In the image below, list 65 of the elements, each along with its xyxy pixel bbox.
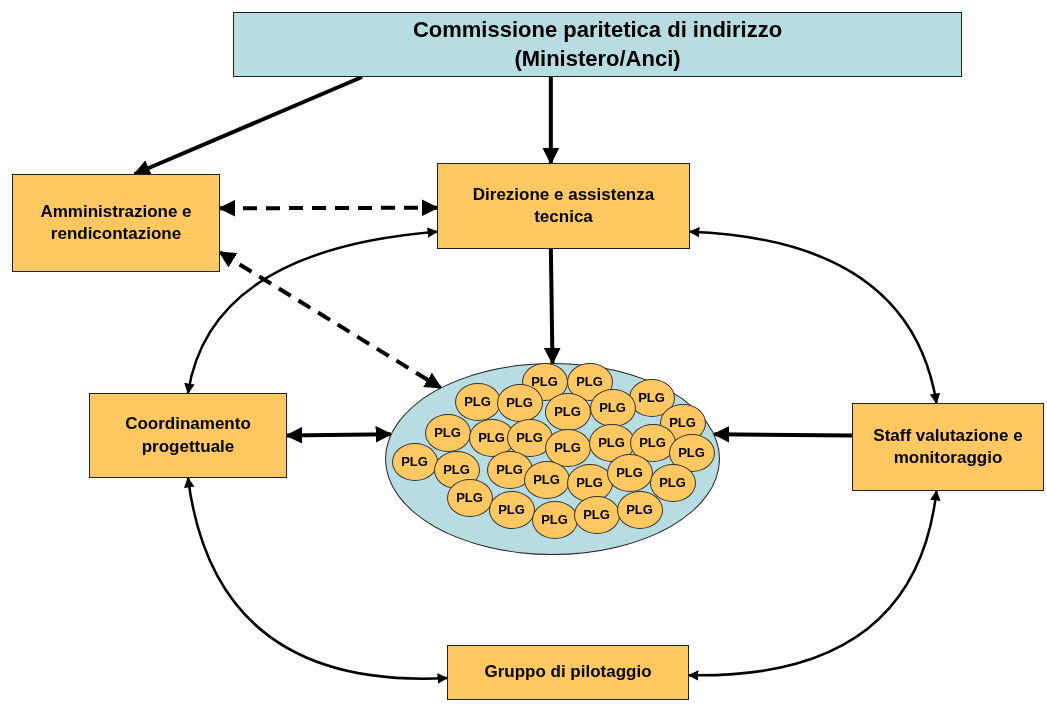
node-label: PLG	[638, 390, 665, 405]
plg-circle	[531, 500, 578, 539]
node-label: Gruppo di pilotaggio	[484, 661, 652, 684]
node-label: PLG	[576, 475, 603, 490]
node-label: PLG	[576, 374, 603, 389]
node-label: PLG	[464, 394, 491, 409]
node-label: PLG	[401, 454, 428, 469]
arrow	[133, 75, 363, 176]
plg-circle	[566, 463, 613, 502]
node-label: PLG	[506, 395, 533, 410]
title-box	[233, 12, 962, 77]
arrow	[543, 248, 561, 365]
node-label: PLG	[554, 404, 581, 419]
node-label: PLG	[616, 465, 643, 480]
node-label: Commissione paritetica di indirizzo (Ministero/Anci)	[411, 15, 784, 73]
node-label: PLG	[598, 435, 625, 450]
node-label: PLG	[531, 374, 558, 389]
node-label: PLG	[599, 400, 626, 415]
plg-circle	[424, 413, 471, 452]
plg-circle	[649, 463, 696, 502]
node-label: PLG	[639, 435, 666, 450]
arrow	[687, 489, 941, 681]
plg-circle	[454, 382, 501, 421]
node-label: Staff valutazione e monitoraggio	[872, 424, 1024, 469]
node-label: PLG	[533, 472, 560, 487]
process-box	[89, 393, 287, 478]
node-label: Coordinamento progettuale	[124, 413, 252, 458]
arrow	[688, 227, 940, 405]
arrow	[184, 476, 449, 684]
process-box	[12, 174, 220, 272]
arrow	[712, 425, 853, 443]
node-label: Amministrazione e rendicontazione	[39, 200, 193, 245]
node-label: PLG	[626, 502, 653, 517]
plg-circle	[573, 495, 620, 534]
plg-circle	[566, 362, 613, 401]
process-box	[447, 645, 689, 700]
node-label: PLG	[678, 445, 705, 460]
node-label: PLG	[456, 490, 483, 505]
node-label: PLG	[516, 430, 543, 445]
arrow	[218, 199, 439, 217]
node-label: PLG	[669, 415, 696, 430]
process-box	[852, 403, 1044, 491]
node-label: PLG	[498, 502, 525, 517]
node-label: PLG	[659, 475, 686, 490]
plg-circle	[616, 490, 663, 529]
node-label: PLG	[541, 512, 568, 527]
node-label: PLG	[434, 425, 461, 440]
node-label: PLG	[554, 440, 581, 455]
node-label: PLG	[583, 507, 610, 522]
plg-circle	[523, 460, 570, 499]
process-box	[437, 163, 690, 249]
node-label: PLG	[478, 430, 505, 445]
plg-circle	[544, 428, 591, 467]
plg-circle	[446, 478, 493, 517]
arrow	[218, 250, 442, 390]
arrow	[542, 77, 560, 165]
plg-circle	[628, 378, 675, 417]
node-label: PLG	[496, 462, 523, 477]
arrow	[184, 227, 439, 395]
arrow	[285, 425, 393, 444]
plg-circle	[589, 388, 636, 427]
plg-circle	[488, 490, 535, 529]
node-label: Direzione e assistenza tecnica	[471, 183, 656, 228]
plg-circle	[391, 442, 438, 481]
node-label: PLG	[443, 462, 470, 477]
